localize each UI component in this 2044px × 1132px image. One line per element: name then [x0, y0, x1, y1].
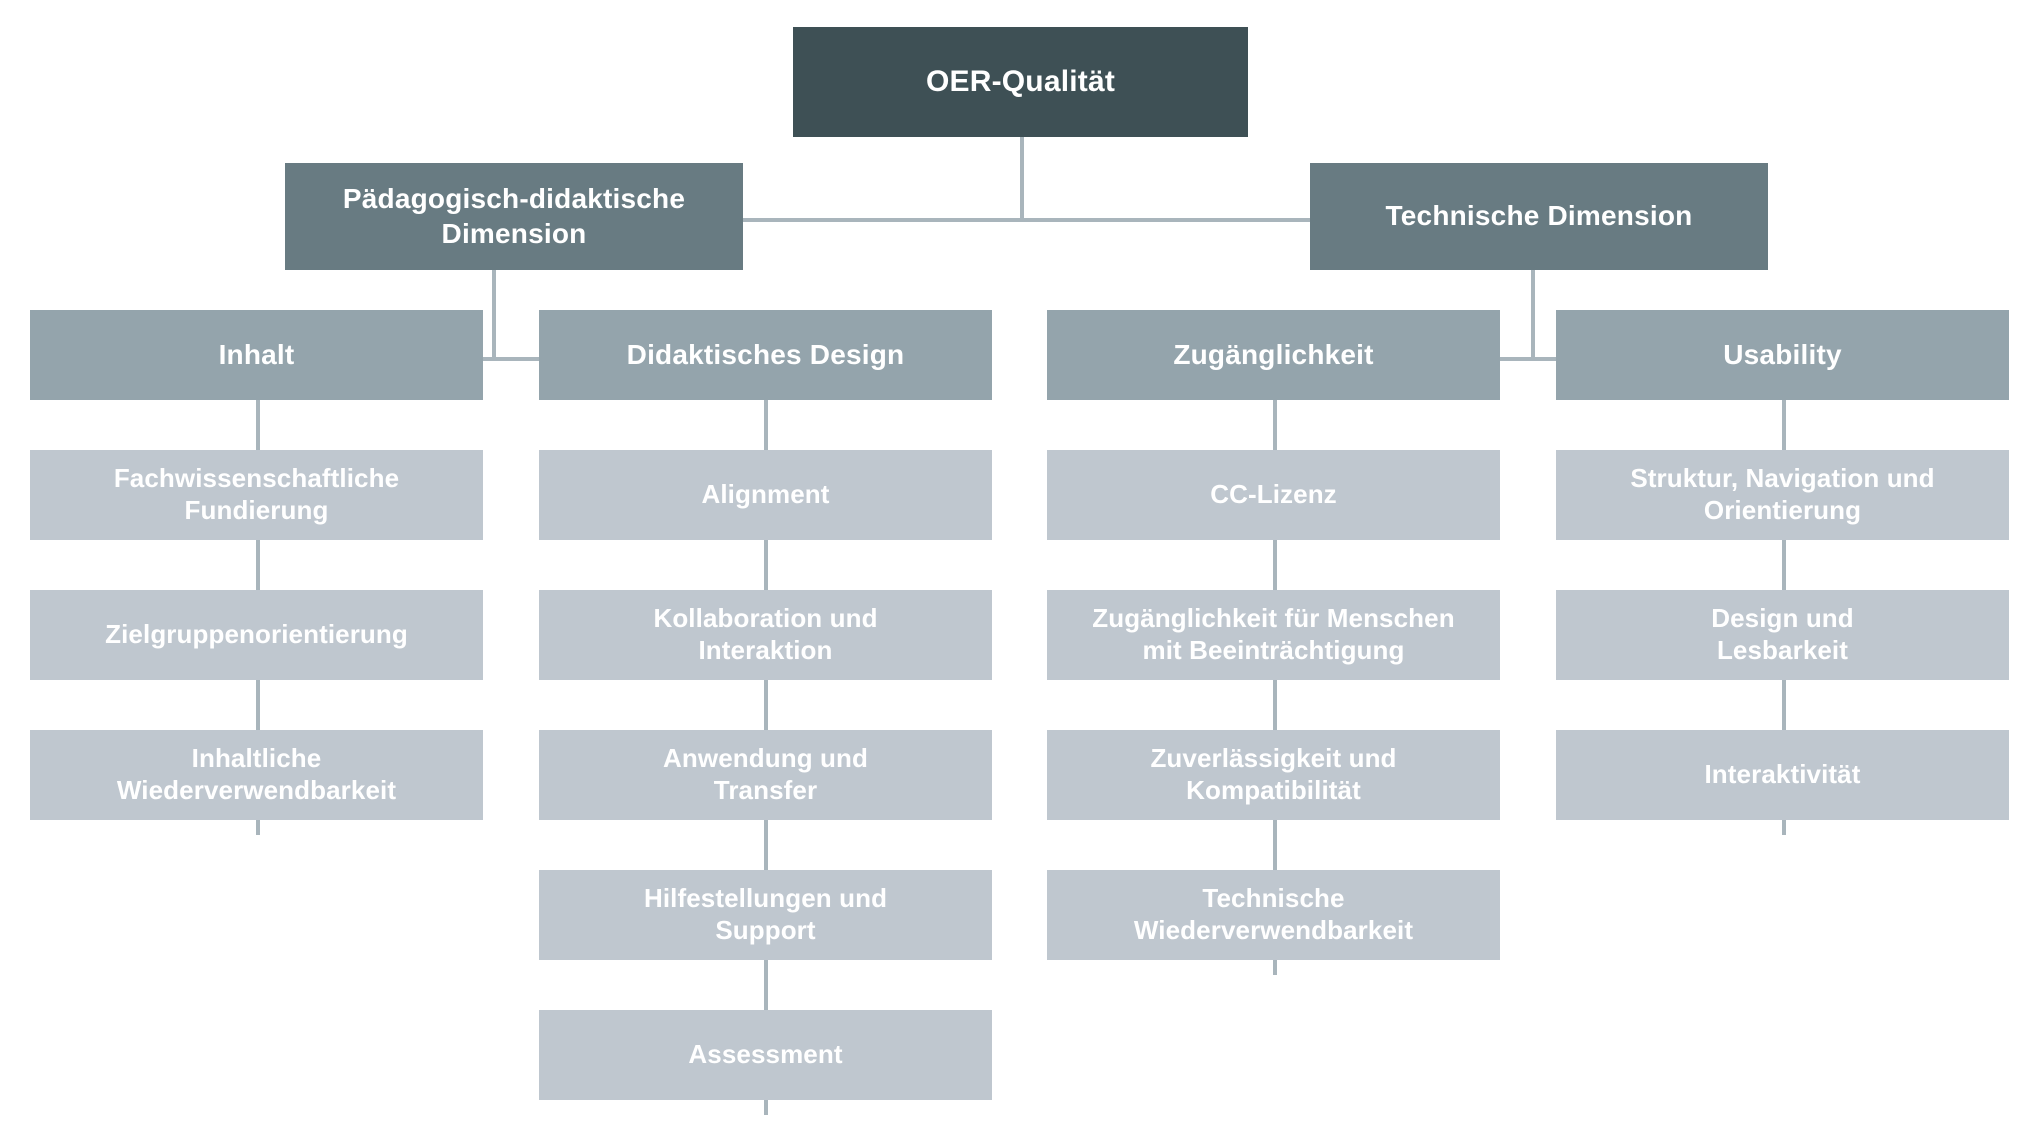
connector-technical-stem	[1531, 270, 1535, 360]
node-label: Alignment	[701, 479, 830, 510]
node-label: Usability	[1723, 338, 1842, 370]
node-label: Kollaboration und Interaktion	[653, 603, 878, 665]
connector-column-3-spine	[1273, 400, 1277, 975]
node-category-didaktisches-design[interactable]: Didaktisches Design	[539, 310, 992, 400]
connector-root-stem	[1020, 136, 1024, 220]
node-leaf-hilfestellungen-und-support[interactable]: Hilfestellungen und Support	[539, 870, 992, 960]
node-category-inhalt[interactable]: Inhalt	[30, 310, 483, 400]
node-leaf-zugaenglichkeit-fuer-menschen-mit-beeintraechtigung[interactable]: Zugänglichkeit für Menschen mit Beeinträ…	[1047, 590, 1500, 680]
node-label: Inhalt	[218, 338, 295, 370]
connector-pedagogical-stem	[492, 270, 496, 360]
node-label: Anwendung und Transfer	[663, 743, 868, 805]
node-leaf-assessment[interactable]: Assessment	[539, 1010, 992, 1100]
node-leaf-cc-lizenz[interactable]: CC-Lizenz	[1047, 450, 1500, 540]
node-label: Inhaltliche Wiederverwendbarkeit	[116, 743, 397, 805]
node-leaf-fachwissenschaftliche-fundierung[interactable]: Fachwissenschaftliche Fundierung	[30, 450, 483, 540]
node-label: Didaktisches Design	[626, 338, 905, 370]
node-label: Assessment	[688, 1039, 843, 1070]
node-leaf-alignment[interactable]: Alignment	[539, 450, 992, 540]
node-label: OER-Qualität	[925, 64, 1116, 98]
node-root-oer-qualitaet[interactable]: OER-Qualität	[793, 27, 1248, 137]
node-leaf-zielgruppenorientierung[interactable]: Zielgruppenorientierung	[30, 590, 483, 680]
node-leaf-anwendung-und-transfer[interactable]: Anwendung und Transfer	[539, 730, 992, 820]
connector-pedagogical-bus	[256, 357, 728, 361]
node-leaf-design-und-lesbarkeit[interactable]: Design und Lesbarkeit	[1556, 590, 2009, 680]
node-label: CC-Lizenz	[1210, 479, 1337, 510]
node-label: Zuverlässigkeit und Kompatibilität	[1150, 743, 1397, 805]
node-leaf-inhaltliche-wiederverwendbarkeit[interactable]: Inhaltliche Wiederverwendbarkeit	[30, 730, 483, 820]
node-category-usability[interactable]: Usability	[1556, 310, 2009, 400]
node-label: Zielgruppenorientierung	[105, 619, 408, 650]
node-leaf-zuverlaessigkeit-und-kompatibilitaet[interactable]: Zuverlässigkeit und Kompatibilität	[1047, 730, 1500, 820]
node-leaf-struktur-navigation-und-orientierung[interactable]: Struktur, Navigation und Orientierung	[1556, 450, 2009, 540]
node-label: Technische Wiederverwendbarkeit	[1133, 883, 1414, 945]
connector-to-technical-dimension	[1290, 218, 1310, 222]
connector-to-pedagogical-dimension	[743, 218, 763, 222]
node-leaf-interaktivitaet[interactable]: Interaktivität	[1556, 730, 2009, 820]
node-dimension-technische[interactable]: Technische Dimension	[1310, 163, 1768, 270]
node-label: Zugänglichkeit	[1173, 338, 1374, 370]
node-leaf-technische-wiederverwendbarkeit[interactable]: Technische Wiederverwendbarkeit	[1047, 870, 1500, 960]
node-label: Technische Dimension	[1385, 200, 1693, 232]
node-dimension-paedagogisch-didaktisch[interactable]: Pädagogisch-didaktische Dimension	[285, 163, 743, 270]
node-label: Design und Lesbarkeit	[1711, 603, 1854, 665]
node-label: Zugänglichkeit für Menschen mit Beeinträ…	[1092, 603, 1455, 665]
connector-technical-bus	[1295, 357, 1767, 361]
connector-root-bus	[743, 218, 1308, 222]
node-label: Struktur, Navigation und Orientierung	[1630, 463, 1935, 525]
node-label: Hilfestellungen und Support	[643, 883, 888, 945]
node-label: Fachwissenschaftliche Fundierung	[113, 463, 400, 525]
node-label: Pädagogisch-didaktische Dimension	[342, 183, 686, 249]
node-leaf-kollaboration-und-interaktion[interactable]: Kollaboration und Interaktion	[539, 590, 992, 680]
node-category-zugaenglichkeit[interactable]: Zugänglichkeit	[1047, 310, 1500, 400]
node-label: Interaktivität	[1704, 759, 1861, 790]
